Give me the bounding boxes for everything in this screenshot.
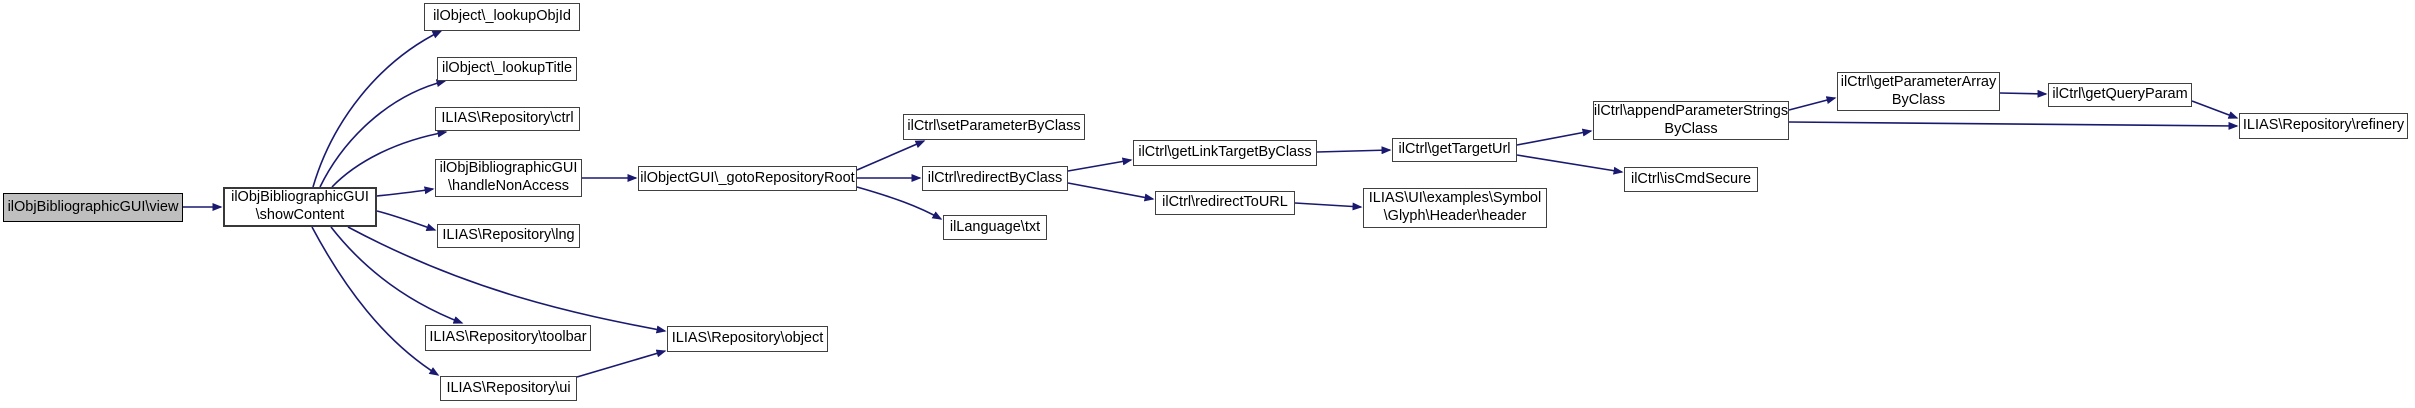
edge-showcontent-lookupobjid	[312, 30, 443, 188]
edge-redirectbyclass-getlinktargetbyclass	[1067, 157, 1133, 172]
node-view: ilObjBibliographicGUI\view	[3, 193, 183, 222]
node-setparameterbyclass[interactable]: ilCtrl\setParameterByClass	[903, 114, 1085, 140]
node-ui[interactable]: ILIAS\Repository\ui	[440, 376, 577, 401]
node-gettargeturl[interactable]: ilCtrl\getTargetUrl	[1392, 138, 1517, 162]
node-lookuptitle[interactable]: ilObject\_lookupTitle	[437, 57, 577, 81]
edge-appendparameterstringsbyclass-getparameterarraybyclass	[1788, 96, 1837, 111]
node-refinery[interactable]: ILIAS\Repository\refinery	[2239, 113, 2408, 139]
edge-showcontent-ui	[311, 226, 440, 376]
edge-showcontent-lng	[376, 210, 437, 231]
node-object[interactable]: ILIAS\Repository\object	[667, 326, 828, 352]
node-appendparameterstringsbyclass[interactable]: ilCtrl\appendParameterStrings ByClass	[1593, 101, 1789, 140]
edge-gettargeturl-appendparameterstringsbyclass	[1516, 128, 1593, 146]
edge-getparameterarraybyclass-getqueryparam	[1999, 89, 2048, 98]
node-gotorepositoryroot[interactable]: ilObjectGUI\_gotoRepositoryRoot	[638, 166, 857, 191]
node-handlenonaccess[interactable]: ilObjBibliographicGUI \handleNonAccess	[435, 159, 582, 197]
edge-gotorepositoryroot-txt	[856, 186, 943, 220]
edge-appendparameterstringsbyclass-refinery	[1788, 121, 2239, 130]
node-redirecttourl[interactable]: ilCtrl\redirectToURL	[1155, 191, 1295, 215]
node-ctrl[interactable]: ILIAS\Repository\ctrl	[435, 107, 580, 131]
node-iscmdsecure[interactable]: ilCtrl\isCmdSecure	[1624, 167, 1758, 192]
node-redirectbyclass[interactable]: ilCtrl\redirectByClass	[922, 166, 1068, 191]
node-lookupobjid[interactable]: ilObject\_lookupObjId	[424, 3, 580, 31]
edge-gotorepositoryroot-setparameterbyclass	[856, 140, 926, 171]
edge-redirectbyclass-redirecttourl	[1067, 182, 1155, 202]
edge-redirecttourl-header	[1294, 202, 1363, 211]
node-txt[interactable]: ilLanguage\txt	[943, 215, 1047, 240]
node-getparameterarraybyclass[interactable]: ilCtrl\getParameterArray ByClass	[1837, 72, 2000, 111]
edge-getlinktargetbyclass-gettargeturl	[1316, 146, 1392, 155]
edge-getqueryparam-refinery	[2191, 100, 2239, 119]
edge-showcontent-object	[347, 226, 667, 334]
node-toolbar[interactable]: ILIAS\Repository\toolbar	[425, 325, 591, 351]
edge-ui-object	[576, 349, 667, 378]
edge-showcontent-handlenonaccess	[376, 186, 435, 197]
node-getqueryparam[interactable]: ilCtrl\getQueryParam	[2048, 83, 2192, 107]
edge-showcontent-lookuptitle	[319, 79, 447, 188]
edge-showcontent-ctrl	[331, 129, 448, 188]
node-header[interactable]: ILIAS\UI\examples\Symbol \Glyph\Header\h…	[1363, 188, 1547, 228]
node-showcontent[interactable]: ilObjBibliographicGUI \showContent	[223, 187, 377, 227]
edge-gettargeturl-iscmdsecure	[1516, 154, 1624, 175]
node-lng[interactable]: ILIAS\Repository\lng	[437, 224, 580, 248]
node-getlinktargetbyclass[interactable]: ilCtrl\getLinkTargetByClass	[1133, 140, 1317, 166]
edge-showcontent-toolbar	[330, 226, 464, 324]
